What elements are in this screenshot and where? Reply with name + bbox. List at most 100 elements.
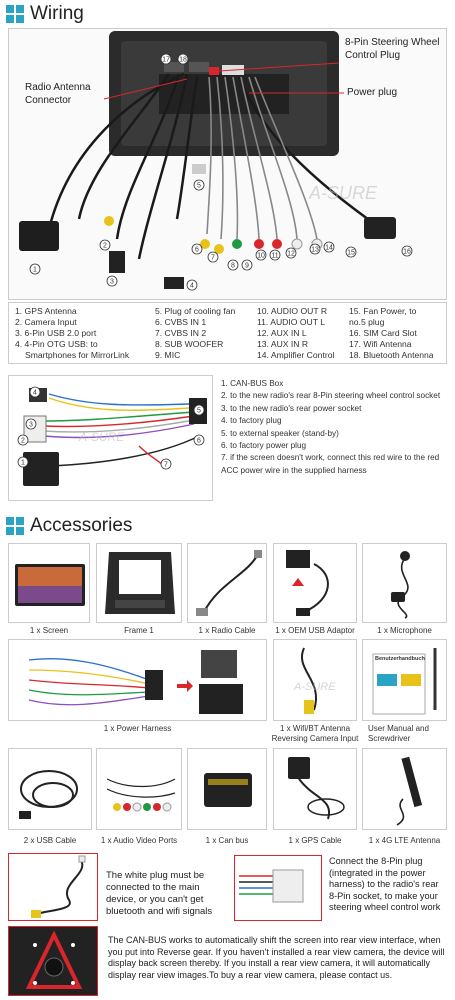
harness-note: 4. to factory plug — [221, 416, 282, 426]
power-harness-image — [28, 650, 243, 714]
8pin-image — [239, 869, 304, 903]
svg-text:17: 17 — [162, 57, 170, 64]
svg-text:4: 4 — [33, 390, 37, 397]
manual-book-title: Benutzerhandbuch — [375, 656, 425, 662]
reversing-caption: Reversing Camera Input — [271, 734, 359, 743]
legend-item: 7. CVBS IN 2 — [155, 328, 207, 338]
harness-photo: A-SURE 4 3 2 1 5 6 7 — [17, 386, 207, 486]
svg-text:4: 4 — [190, 283, 194, 290]
svg-text:11: 11 — [271, 253, 278, 260]
legend-item: 4. 4-Pin OTG USB: to — [15, 339, 98, 349]
svg-text:3: 3 — [110, 279, 114, 286]
canbus-tile — [187, 748, 267, 830]
svg-text:16: 16 — [403, 249, 411, 256]
harness-note: 1. CAN-BUS Box — [221, 379, 284, 388]
manual-caption: User Manual and Screwdriver — [368, 724, 429, 743]
svg-text:18: 18 — [179, 57, 187, 64]
harness-notes: 1. CAN-BUS Box 2. to the new radio's rea… — [221, 378, 449, 477]
harness-note: 2. to the new radio's rear 8-Pin steerin… — [221, 391, 441, 401]
svg-text:2: 2 — [21, 438, 25, 445]
rear-camera-tile — [8, 926, 98, 996]
wiring-legend: 1. GPS Antenna 2. Camera Input 3. 6-Pin … — [8, 302, 447, 364]
frame-image — [105, 552, 175, 614]
legend-col-4: 15. Fan Power, to no.5 plug 16. SIM Card… — [349, 306, 434, 361]
legend-item: 15. Fan Power, to — [349, 306, 417, 316]
screen-tile — [8, 543, 90, 623]
label-steering: 8-Pin Steering Wheel Control Plug — [345, 37, 440, 61]
canbus-harness-diagram: A-SURE 4 3 2 1 5 6 7 — [8, 375, 213, 501]
manual-tile: Benutzerhandbuch — [362, 639, 447, 721]
rear-camera-image — [25, 930, 83, 989]
label-antenna: Radio Antenna Connector — [25, 82, 91, 106]
svg-text:7: 7 — [211, 255, 215, 262]
watermark: A-SURE — [308, 183, 378, 203]
wifi-bt-caption: 1 x Wifi/BT Antenna — [279, 724, 351, 733]
legend-item: 5. Plug of cooling fan — [155, 306, 236, 316]
harness-note: 3. to the new radio's rear power socket — [221, 403, 362, 413]
legend-item: 1. GPS Antenna — [15, 306, 77, 316]
legend-item: 18. Bluetooth Antenna — [349, 350, 434, 360]
radio-cable-tile — [187, 543, 267, 623]
av-ports-image — [106, 778, 176, 812]
lte-caption: 1 x 4G LTE Antenna — [368, 836, 441, 845]
svg-text:6: 6 — [197, 438, 201, 445]
canbus-reverse-note: The CAN-BUS works to automatically shift… — [108, 935, 445, 980]
legend-item: 16. SIM Card Slot — [349, 328, 417, 338]
gps-cable-tile — [273, 748, 357, 830]
legend-item: 8. SUB WOOFER — [155, 339, 224, 349]
svg-text:1: 1 — [21, 460, 25, 467]
screen-caption: 1 x Screen — [29, 626, 69, 635]
canbus-image — [204, 773, 252, 807]
lte-image — [396, 756, 423, 826]
legend-item: 12. AUX IN L — [257, 328, 307, 338]
label-power: Power plug — [347, 87, 398, 98]
svg-text:12: 12 — [287, 251, 295, 258]
legend-item: 6. CVBS IN 1 — [155, 317, 207, 327]
manual-image — [372, 648, 437, 715]
power-harness-caption: 1 x Power Harness — [103, 724, 172, 733]
av-ports-caption: 1 x Audio Video Ports — [100, 836, 178, 845]
accessories-title: Accessories — [30, 515, 133, 536]
usb-adaptor-tile — [273, 543, 357, 623]
watermark: A-SURE — [293, 681, 336, 693]
usb-cable-caption: 2 x USB Cable — [23, 836, 77, 845]
legend-item: Smartphones for MirrorLink — [25, 350, 130, 360]
svg-text:5: 5 — [197, 183, 201, 190]
watermark: A-SURE — [78, 430, 125, 444]
harness-note: 7. if the screen doesn't work, connect t… — [221, 453, 440, 475]
svg-text:15: 15 — [347, 250, 355, 257]
canbus-caption: 1 x Can bus — [205, 836, 249, 845]
screen-image — [15, 564, 85, 606]
wifi-bt-tile: A-SURE — [273, 639, 357, 721]
microphone-caption: 1 x Microphone — [377, 626, 432, 635]
legend-col-3: 10. AUDIO OUT R 11. AUDIO OUT L 12. AUX … — [257, 306, 334, 361]
usb-adaptor-caption: 1 x OEM USB Adaptor — [275, 626, 355, 635]
grid-icon — [6, 517, 24, 535]
svg-text:6: 6 — [195, 247, 199, 254]
accessories-header: Accessories — [6, 515, 132, 537]
legend-item: 9. MIC — [155, 350, 181, 360]
svg-text:1: 1 — [33, 267, 37, 274]
radio-cable-caption: 1 x Radio Cable — [198, 626, 256, 635]
svg-text:10: 10 — [257, 253, 265, 260]
svg-text:7: 7 — [164, 462, 168, 469]
lte-tile — [362, 748, 447, 830]
frame-caption: Frame 1 — [124, 626, 154, 635]
legend-col-1: 1. GPS Antenna 2. Camera Input 3. 6-Pin … — [15, 306, 129, 361]
legend-item: 10. AUDIO OUT R — [257, 306, 328, 316]
svg-text:8: 8 — [231, 263, 235, 270]
harness-note: 5. to external speaker (stand-by) — [221, 428, 339, 438]
wiring-title: Wiring — [30, 3, 84, 24]
legend-item: 17. Wifi Antenna — [349, 339, 412, 349]
harness-note: 6. to factory power plug — [221, 441, 307, 451]
wifi-bt-image: A-SURE — [293, 647, 336, 714]
svg-text:3: 3 — [29, 422, 33, 429]
svg-text:5: 5 — [197, 408, 201, 415]
legend-item: 2. Camera Input — [15, 317, 77, 327]
white-plug-tile — [8, 853, 98, 921]
grid-icon — [6, 5, 24, 23]
legend-col-2: 5. Plug of cooling fan 6. CVBS IN 1 7. C… — [155, 306, 235, 361]
